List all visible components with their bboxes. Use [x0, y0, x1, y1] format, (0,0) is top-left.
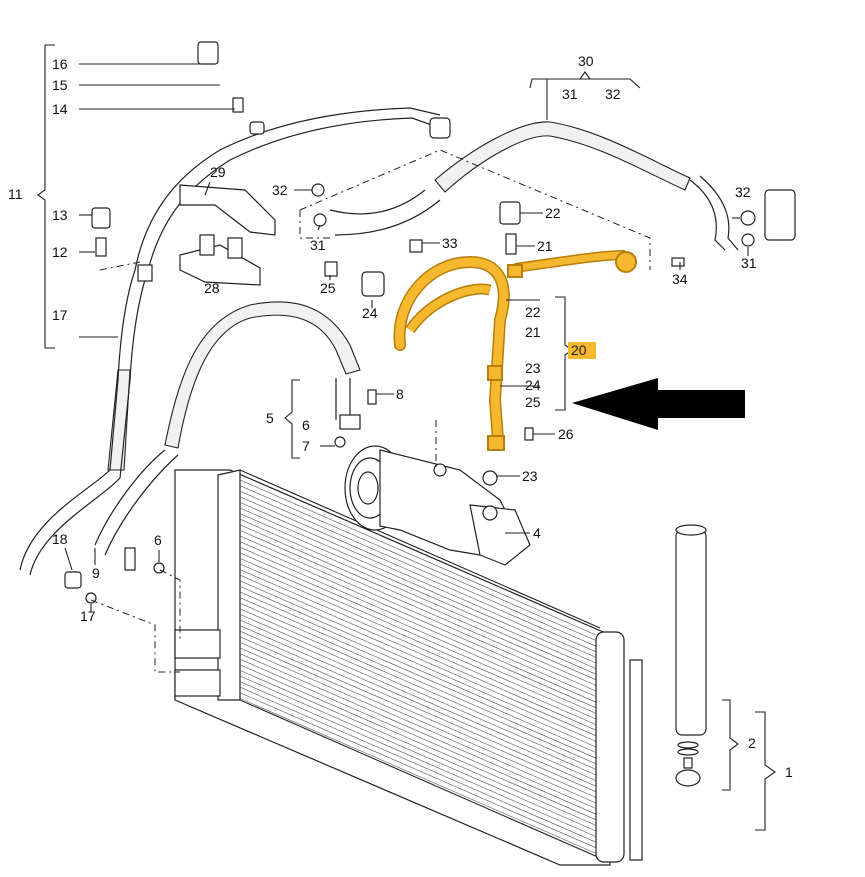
- arrow-indicator: [572, 378, 745, 430]
- condenser-fin: [239, 502, 597, 658]
- callout-22b: 22: [525, 304, 541, 320]
- callout-5: 5: [266, 410, 274, 426]
- condenser-fin: [239, 535, 597, 692]
- condenser-fin: [239, 658, 597, 815]
- callout-6b: 6: [154, 532, 162, 548]
- condenser-fin: [239, 619, 597, 776]
- callout-17a: 17: [52, 307, 68, 323]
- condenser-fin: [239, 569, 597, 725]
- callout-23b: 23: [522, 468, 538, 484]
- condenser-fin: [239, 653, 597, 809]
- leader-lines: [64, 63, 749, 612]
- hose-assembly-20: [393, 250, 637, 451]
- callout-33: 33: [442, 235, 458, 251]
- label-20-highlight: [568, 342, 596, 359]
- condenser-fin: [239, 485, 597, 641]
- dash-lines: [90, 149, 651, 673]
- callout-11: 11: [8, 186, 23, 202]
- condenser-fin: [239, 518, 597, 675]
- condenser-fin: [239, 681, 597, 837]
- callout-21a: 21: [537, 238, 553, 254]
- callout-26: 26: [558, 426, 574, 442]
- condenser-fin: [239, 479, 597, 636]
- condenser-fin: [239, 608, 597, 765]
- callout-18: 18: [52, 531, 68, 547]
- callout-17b: 17: [80, 608, 96, 624]
- condenser-fin: [239, 524, 597, 681]
- fittings: [64, 41, 796, 604]
- brackets: [179, 184, 276, 286]
- callout-6a: 6: [302, 417, 310, 433]
- callout-16: 16: [52, 56, 68, 72]
- condenser-fin: [239, 507, 597, 664]
- condenser-fin: [239, 664, 597, 821]
- receiver-drier: [675, 524, 707, 787]
- condenser-fin: [239, 614, 597, 770]
- condenser-fin: [239, 636, 597, 793]
- hose-left-insulation: [107, 369, 131, 471]
- condenser-fin: [239, 602, 597, 759]
- hose-suction-insulation: [164, 301, 361, 449]
- condenser-fin: [239, 552, 597, 709]
- condenser-fin: [239, 558, 597, 714]
- callout-24a: 24: [362, 305, 378, 321]
- callout-32c: 32: [735, 184, 751, 200]
- callout-8: 8: [396, 386, 404, 402]
- pipes: [19, 107, 739, 576]
- condenser-fin: [239, 692, 597, 849]
- callout-31a: 31: [310, 237, 326, 253]
- condenser-fin: [239, 541, 597, 697]
- condenser-fin: [239, 642, 597, 798]
- callout-29: 29: [210, 164, 226, 180]
- callout-9: 9: [92, 565, 100, 581]
- braces: [37, 44, 776, 831]
- compressor: [344, 445, 531, 566]
- condenser-fin: [239, 513, 597, 669]
- callout-14: 14: [52, 101, 68, 117]
- callout-13: 13: [52, 207, 68, 223]
- condenser: [174, 469, 643, 866]
- condenser-fin: [239, 530, 597, 686]
- callout-2: 2: [748, 735, 756, 751]
- callout-22a: 22: [545, 205, 561, 221]
- callout-34: 34: [672, 271, 688, 287]
- condenser-fin: [239, 630, 597, 787]
- condenser-fin: [239, 675, 597, 832]
- callout-7: 7: [302, 438, 310, 454]
- callout-31b: 31: [562, 86, 578, 102]
- condenser-fin: [239, 586, 597, 742]
- callouts: 16 15 14 11 13 12 17 29 28 32 31 33 25 2…: [8, 53, 793, 780]
- condenser-fin: [239, 698, 597, 854]
- callout-31c: 31: [741, 255, 757, 271]
- condenser-fin: [239, 490, 597, 647]
- callout-23a: 23: [525, 360, 541, 376]
- condenser-fin: [239, 647, 597, 804]
- condenser-fin: [239, 670, 597, 826]
- condenser-fin: [239, 546, 597, 703]
- condenser-fin: [239, 563, 597, 720]
- callout-24b: 24: [525, 377, 541, 393]
- callout-20: 20: [571, 342, 587, 358]
- callout-4: 4: [533, 525, 541, 541]
- callout-25a: 25: [320, 280, 336, 296]
- callout-1: 1: [785, 764, 793, 780]
- callout-25b: 25: [525, 394, 541, 410]
- condenser-fin: [239, 686, 597, 843]
- condenser-fin: [239, 574, 597, 731]
- condenser-fin: [239, 591, 597, 748]
- callout-12: 12: [52, 244, 68, 260]
- callout-32b: 32: [605, 86, 621, 102]
- condenser-fin: [239, 597, 597, 753]
- condenser-fin: [239, 625, 597, 781]
- condenser-fin: [239, 580, 597, 737]
- callout-32a: 32: [272, 182, 288, 198]
- condenser-fin: [239, 496, 597, 653]
- callout-21b: 21: [525, 324, 541, 340]
- callout-15: 15: [52, 77, 68, 93]
- callout-30: 30: [578, 53, 594, 69]
- callout-28: 28: [204, 280, 220, 296]
- hose-high-pressure-insulation: [434, 121, 691, 193]
